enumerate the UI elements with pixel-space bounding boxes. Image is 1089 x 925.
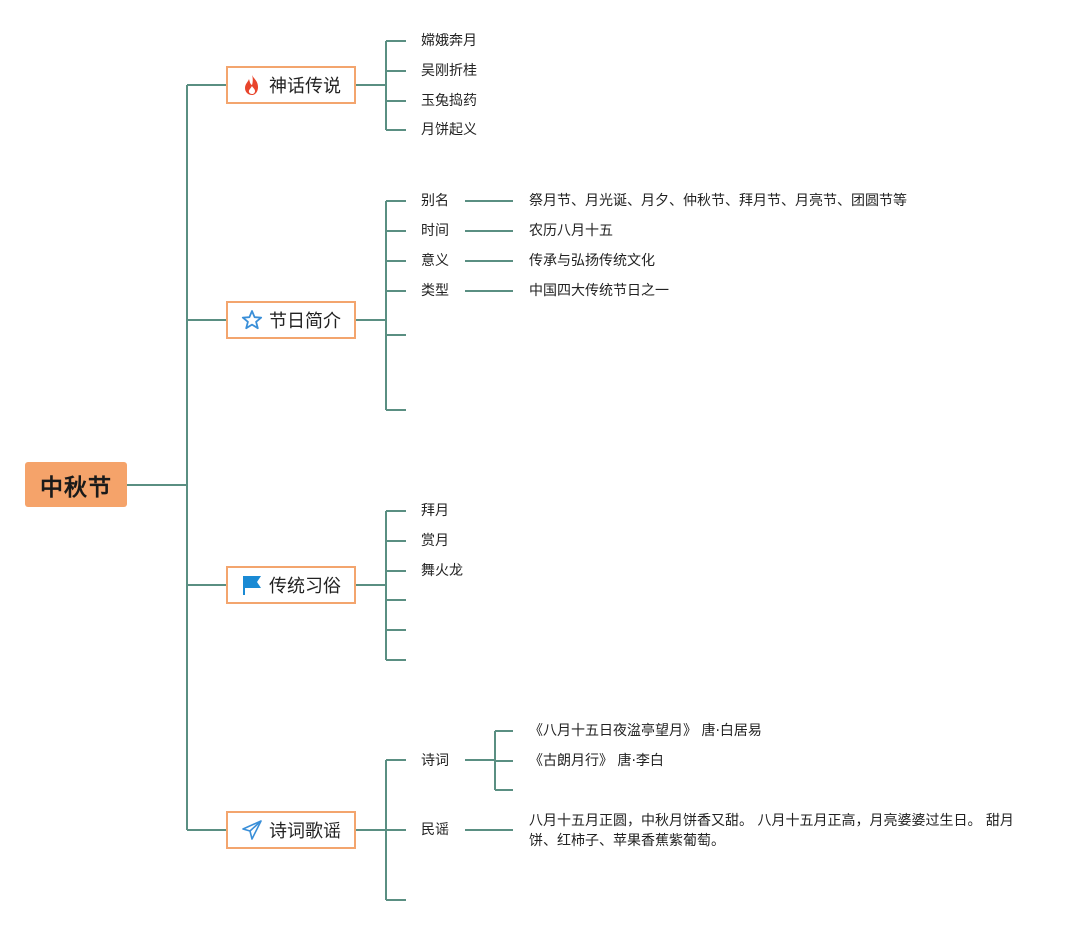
leaf-myth[interactable]: 月饼起义 — [421, 122, 477, 138]
leaf-alias-value[interactable]: 祭月节、月光诞、月夕、仲秋节、拜月节、月亮节、团圆节等 — [529, 193, 907, 209]
branch-label: 传统习俗 — [269, 576, 341, 597]
leaf-myth[interactable]: 吴刚折桂 — [421, 63, 477, 79]
root-node[interactable]: 中秋节 — [25, 462, 127, 507]
branch-label: 神话传说 — [269, 76, 341, 97]
leaf-custom[interactable]: 拜月 — [421, 503, 449, 519]
branch-poems-songs[interactable]: 诗词歌谣 — [226, 811, 356, 849]
branch-festival-intro[interactable]: 节日简介 — [226, 301, 356, 339]
leaf-type-value[interactable]: 中国四大传统节日之一 — [529, 283, 669, 299]
flag-icon — [241, 574, 263, 596]
leaf-custom[interactable]: 赏月 — [421, 533, 449, 549]
branch-myths[interactable]: 神话传说 — [226, 66, 356, 104]
star-icon — [241, 309, 263, 331]
leaf-poems-label[interactable]: 诗词 — [421, 753, 449, 769]
root-label: 中秋节 — [40, 474, 112, 501]
leaf-meaning-value[interactable]: 传承与弘扬传统文化 — [529, 253, 655, 269]
leaf-folk-songs-label[interactable]: 民谣 — [421, 822, 449, 838]
leaf-folk-song-text[interactable]: 八月十五月正圆，中秋月饼香又甜。 八月十五月正高，月亮婆婆过生日。 甜月饼、红柿… — [529, 813, 1014, 849]
leaf-poem-item[interactable]: 《八月十五日夜湓亭望月》 唐·白居易 — [529, 723, 762, 739]
leaf-myth[interactable]: 嫦娥奔月 — [421, 33, 477, 49]
branch-customs[interactable]: 传统习俗 — [226, 566, 356, 604]
leaf-custom[interactable]: 舞火龙 — [421, 563, 463, 579]
leaf-poem-item[interactable]: 《古朗月行》 唐·李白 — [529, 753, 664, 769]
leaf-time-label[interactable]: 时间 — [421, 223, 449, 239]
leaf-alias-label[interactable]: 别名 — [421, 193, 449, 209]
fire-icon — [241, 74, 263, 96]
leaf-meaning-label[interactable]: 意义 — [421, 253, 449, 269]
leaf-type-label[interactable]: 类型 — [421, 283, 449, 299]
paper-plane-icon — [241, 819, 263, 841]
branch-label: 节日简介 — [269, 311, 341, 332]
leaf-myth[interactable]: 玉兔捣药 — [421, 93, 477, 109]
branch-label: 诗词歌谣 — [269, 821, 341, 842]
leaf-time-value[interactable]: 农历八月十五 — [529, 223, 613, 239]
